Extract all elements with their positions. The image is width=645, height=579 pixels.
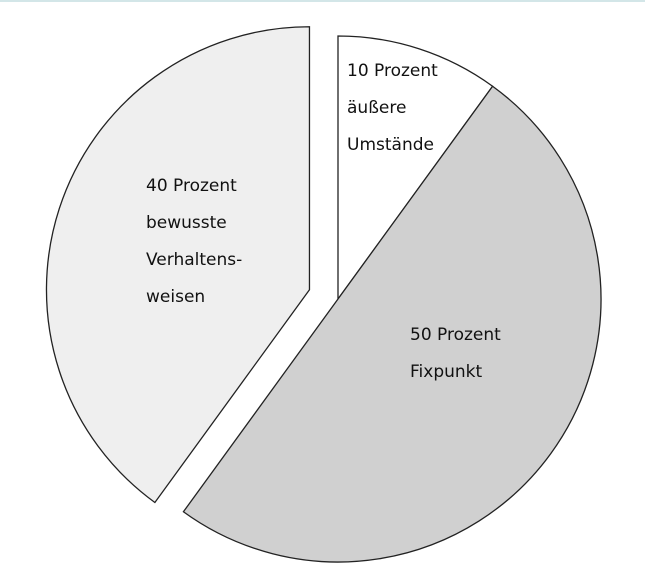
slice-label-10-line-1: 10 Prozent: [347, 61, 438, 81]
pie-slice-10: [337, 35, 494, 302]
slice-label-40-line-1: 40 Prozent: [146, 176, 237, 196]
slice-label-40-line-3: Verhaltens-: [146, 250, 242, 270]
slice-label-40-line-4: weisen: [146, 287, 205, 307]
slice-label-10-line-2: äußere: [347, 98, 406, 118]
pie-slice-40: [45, 26, 311, 504]
pie-slice-50: [182, 85, 602, 563]
slice-label-10-line-3: Umstände: [347, 135, 434, 155]
slice-label-50-line-2: Fixpunkt: [410, 362, 483, 382]
top-border: [0, 0, 645, 2]
slice-label-40-line-2: bewusste: [146, 213, 227, 233]
slice-label-50-line-1: 50 Prozent: [410, 325, 501, 345]
